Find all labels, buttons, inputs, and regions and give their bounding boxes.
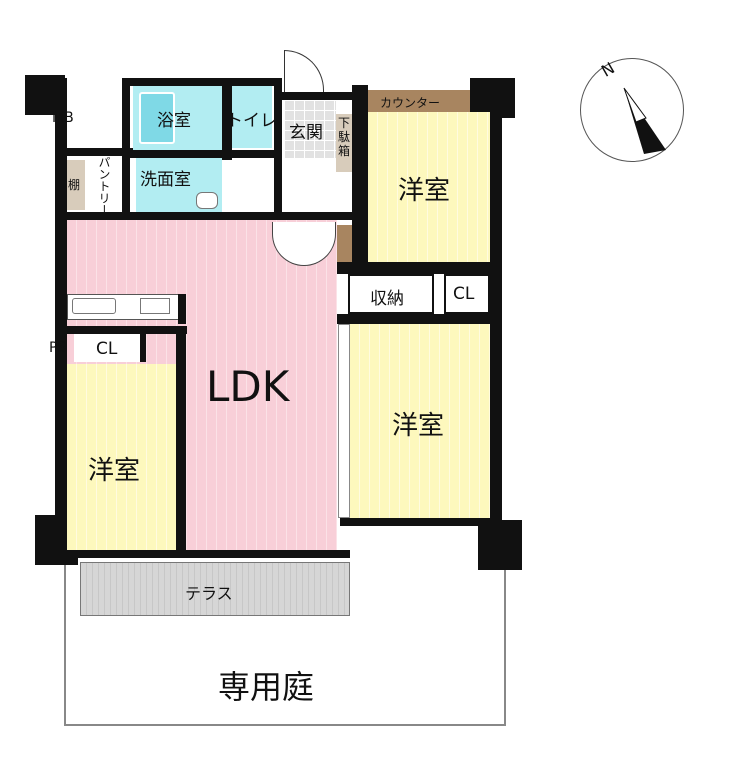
wall <box>222 80 232 160</box>
storage-label: 収納 <box>370 289 404 309</box>
compass <box>580 58 684 162</box>
mb-label: MB <box>52 110 74 126</box>
ps-label: PS <box>49 340 67 356</box>
wall <box>337 262 492 274</box>
bathtub <box>139 92 175 144</box>
bedroom-east <box>350 324 490 518</box>
shoe-box <box>336 114 352 172</box>
closet-left <box>74 334 146 362</box>
bedroom-northeast-label: 洋室 <box>398 176 451 206</box>
wall <box>280 92 370 100</box>
toilet-label: トイレ <box>226 111 277 131</box>
bedroom-west <box>67 364 176 550</box>
entrance <box>284 100 336 158</box>
compass-needle-icon <box>623 87 666 154</box>
sliding-door[interactable] <box>338 324 350 518</box>
bath-label: 浴室 <box>157 111 191 131</box>
sink-icon <box>72 298 116 314</box>
sink <box>196 192 218 209</box>
pillar <box>470 78 515 118</box>
stove-icon <box>140 298 170 314</box>
wall-right <box>490 78 502 528</box>
storage <box>348 274 434 314</box>
ldk-label: LDK <box>206 362 290 411</box>
wall <box>352 85 368 265</box>
pantry-label: パントリー <box>97 156 111 216</box>
shoe-box-label: 下駄箱 <box>338 116 351 158</box>
garden <box>64 560 506 726</box>
cl-left-label: CL <box>96 339 118 359</box>
entrance-label: 玄関 <box>289 123 323 143</box>
wall-bottom <box>65 550 350 558</box>
shelf <box>67 160 85 210</box>
wall <box>178 294 186 324</box>
wall-left <box>55 78 67 556</box>
pillar <box>25 75 65 115</box>
cl-right-label: CL <box>453 284 475 304</box>
bedroom-west-label: 洋室 <box>88 456 141 486</box>
pillar <box>478 520 522 570</box>
entrance-door[interactable] <box>284 50 324 92</box>
wall-bottom-right <box>340 518 492 526</box>
closet-right <box>444 274 490 314</box>
washroom-label: 洗面室 <box>140 170 191 190</box>
wall <box>65 148 133 156</box>
bedroom-northeast <box>368 112 490 262</box>
wall <box>65 326 187 334</box>
wall <box>337 314 492 324</box>
wall <box>65 212 365 220</box>
wall <box>130 150 280 158</box>
terrace-label: テラス <box>185 584 233 603</box>
garden-label: 専用庭 <box>218 668 315 706</box>
counter <box>368 90 470 112</box>
terrace <box>80 562 350 616</box>
counter-label: カウンター <box>380 96 441 110</box>
shelf-label: 棚 <box>68 178 81 192</box>
ldk-shelf <box>337 225 353 263</box>
bedroom-east-label: 洋室 <box>392 411 445 441</box>
toilet-room <box>232 86 272 148</box>
wall <box>176 334 186 556</box>
